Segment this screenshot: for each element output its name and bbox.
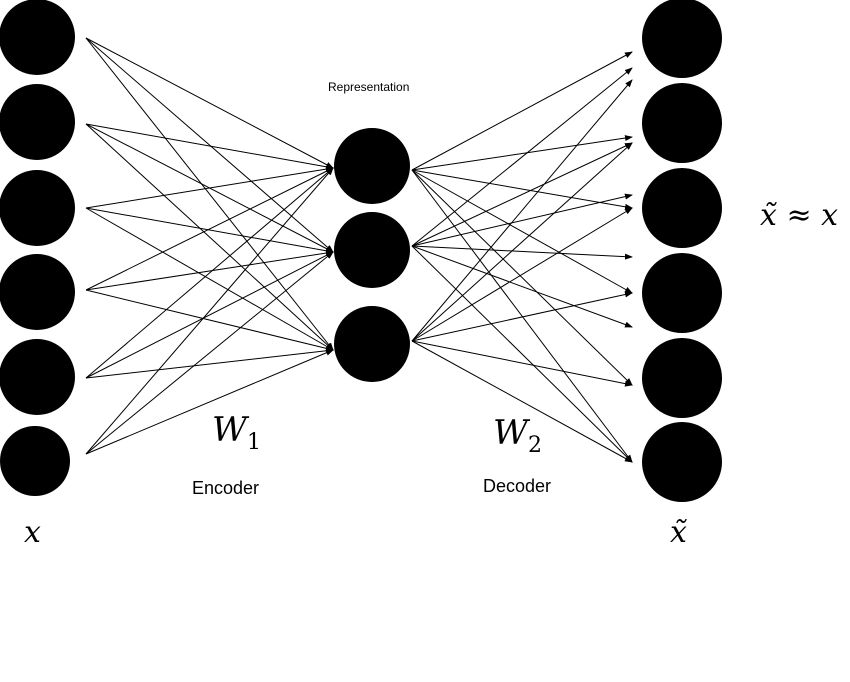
output-label: x̃ <box>670 515 687 550</box>
hidden-node <box>334 212 410 288</box>
encoder-edge <box>85 347 334 379</box>
decoder-edge <box>411 79 633 342</box>
encoder-edge <box>85 207 334 351</box>
decoder-edge <box>411 340 633 463</box>
hidden-node <box>334 306 410 382</box>
w1-label: W1 <box>212 410 261 455</box>
output-node <box>642 83 722 163</box>
encoder-edge <box>85 289 334 352</box>
output-node <box>642 338 722 418</box>
decoder-edge <box>411 245 633 260</box>
encoder-edge <box>85 37 334 253</box>
decoder-edge <box>411 245 633 463</box>
w2-symbol: W <box>493 413 528 453</box>
w2-subscript: 2 <box>527 432 542 458</box>
encoder-edge <box>85 207 334 254</box>
decoder-edge <box>411 193 633 247</box>
input-node <box>0 0 75 75</box>
decoder-edge <box>411 169 633 463</box>
encoder-edge <box>85 123 334 351</box>
decoder-edge <box>411 291 633 342</box>
output-node <box>642 422 722 502</box>
encoder-edge <box>85 166 334 209</box>
encoder-edge <box>85 37 334 351</box>
decoder-edge <box>411 67 633 247</box>
input-node <box>0 339 75 415</box>
input-label: x <box>24 515 41 550</box>
decoder-edge <box>411 169 633 210</box>
encoder-label: Encoder <box>192 478 260 498</box>
approximation-label: x̃ ≈ x <box>760 198 839 233</box>
decoder-edge <box>411 245 633 328</box>
encoder-edge <box>85 167 334 291</box>
input-node <box>0 426 70 496</box>
decoder-edge <box>411 135 633 171</box>
decoder-edge <box>411 169 633 386</box>
encoder-edge <box>85 167 334 379</box>
encoder-edge <box>85 167 334 455</box>
hidden-node <box>334 128 410 204</box>
encoder-edge <box>85 349 334 455</box>
w1-symbol: W <box>212 410 247 450</box>
w1-subscript: 1 <box>246 429 261 455</box>
input-node <box>0 170 75 246</box>
output-node <box>642 168 722 248</box>
w2-label: W2 <box>493 413 542 458</box>
output-node <box>642 253 722 333</box>
representation-label: Representation <box>328 80 410 94</box>
decoder-edge <box>411 51 633 171</box>
output-node <box>642 0 722 78</box>
decoder-edge <box>411 340 633 387</box>
decoder-edge <box>411 142 633 342</box>
decoder-edge <box>411 207 633 342</box>
encoder-edge <box>85 37 334 169</box>
encoder-edge <box>85 251 334 455</box>
decoder-edge <box>411 169 633 294</box>
decoder-edge <box>411 142 633 247</box>
encoder-edge <box>85 250 334 291</box>
encoder-edge <box>85 123 334 170</box>
input-node <box>0 254 75 330</box>
input-node <box>0 84 75 160</box>
decoder-label: Decoder <box>483 476 552 496</box>
encoder-edge <box>85 251 334 379</box>
